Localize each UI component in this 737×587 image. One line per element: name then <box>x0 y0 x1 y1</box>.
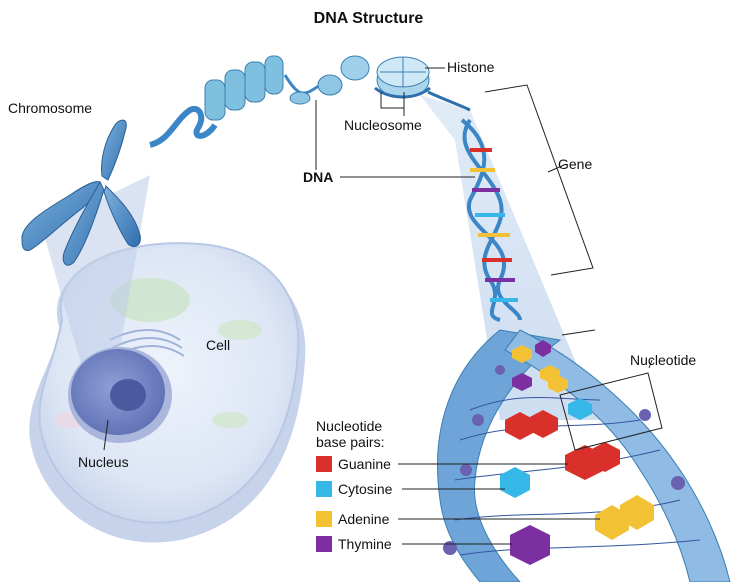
label-cell: Cell <box>206 337 231 353</box>
legend-item-thymine: Thymine <box>316 536 392 552</box>
label-nucleosome: Nucleosome <box>344 117 422 133</box>
label-gene: Gene <box>558 156 593 172</box>
double-helix-small <box>460 118 522 322</box>
legend-item-guanine: Guanine <box>316 456 391 472</box>
thymine-swatch <box>316 536 332 552</box>
legend-title-line1: Nucleotide <box>316 418 383 434</box>
legend-item-cytosine: Cytosine <box>316 481 392 497</box>
legend-label-adenine: Adenine <box>338 511 390 527</box>
guanine-swatch <box>316 456 332 472</box>
label-histone: Histone <box>447 59 495 75</box>
legend-title-line2: base pairs: <box>316 434 385 450</box>
nucleus-illustration <box>68 347 172 443</box>
legend-title: Nucleotide base pairs: <box>316 418 384 450</box>
legend-label-guanine: Guanine <box>338 456 391 472</box>
histone-illustration <box>374 56 471 112</box>
label-nucleotide: Nucleotide <box>630 352 697 368</box>
leader-lines <box>103 67 663 545</box>
legend-label-thymine: Thymine <box>338 536 392 552</box>
chromatin-coil <box>149 55 370 148</box>
diagram-title: DNA Structure <box>313 10 424 27</box>
cytosine-swatch <box>316 481 332 497</box>
label-nucleus: Nucleus <box>78 454 129 470</box>
legend-item-adenine: Adenine <box>316 511 389 527</box>
chromosome-illustration <box>21 119 141 266</box>
label-chromosome: Chromosome <box>8 100 93 116</box>
adenine-swatch <box>316 511 332 527</box>
legend-label-cytosine: Cytosine <box>338 481 393 497</box>
label-dna: DNA <box>303 169 334 185</box>
